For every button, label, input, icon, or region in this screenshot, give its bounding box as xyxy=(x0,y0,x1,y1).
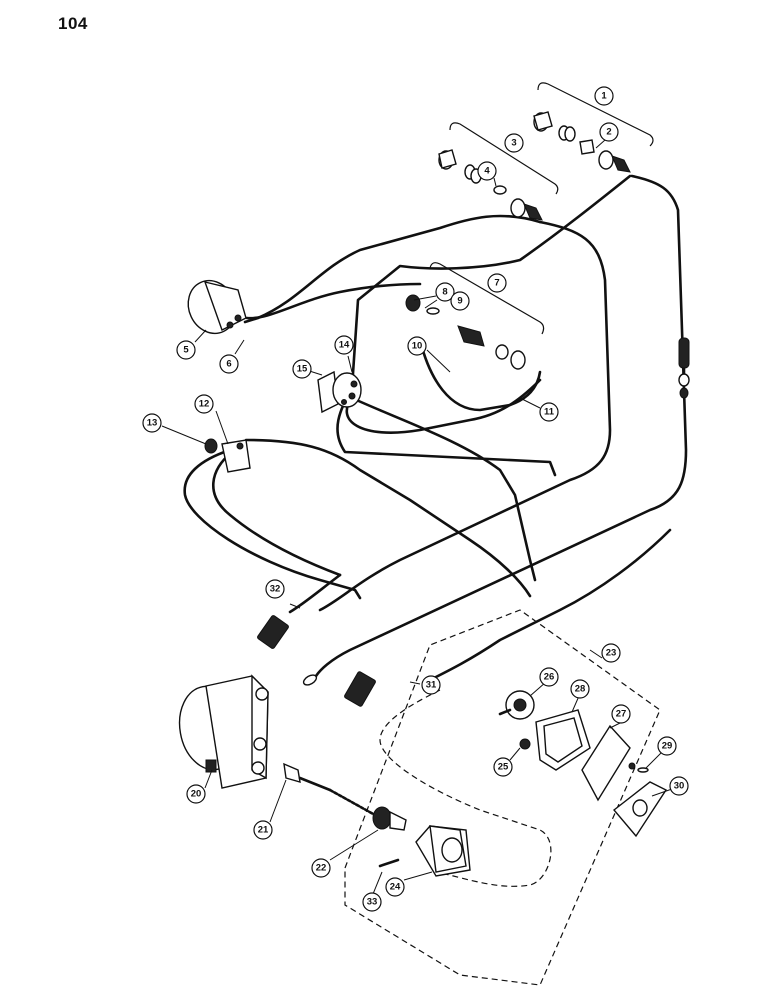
callout-31: 31 xyxy=(421,675,441,695)
callout-10: 10 xyxy=(407,336,427,356)
switch-14 xyxy=(317,370,362,414)
svg-text:20: 20 xyxy=(191,789,202,800)
callout-9: 9 xyxy=(450,291,470,311)
callout-33: 33 xyxy=(362,892,382,912)
svg-text:24: 24 xyxy=(390,882,401,893)
callout-24: 24 xyxy=(385,877,405,897)
page-number: 104 xyxy=(58,14,88,33)
switch-assembly-7 xyxy=(405,294,526,370)
callout-22: 22 xyxy=(311,858,331,878)
svg-text:25: 25 xyxy=(498,762,509,773)
switch-12 xyxy=(204,438,251,473)
svg-text:30: 30 xyxy=(674,781,685,792)
svg-text:31: 31 xyxy=(426,680,437,691)
callout-6: 6 xyxy=(219,354,239,374)
callout-1: 1 xyxy=(594,86,614,106)
callout-7: 7 xyxy=(487,273,507,293)
drive-assembly-23 xyxy=(344,609,668,986)
bracket-group-1 xyxy=(537,82,654,147)
wiring-harness xyxy=(183,174,688,682)
svg-text:28: 28 xyxy=(575,684,586,695)
callout-3: 3 xyxy=(504,133,524,153)
callout-8: 8 xyxy=(435,282,455,302)
svg-text:5: 5 xyxy=(183,345,189,356)
svg-text:13: 13 xyxy=(147,418,158,429)
inline-connector xyxy=(678,337,690,399)
bullet-terminal xyxy=(302,674,318,686)
tachometer-20 xyxy=(178,674,269,789)
callout-15: 15 xyxy=(292,359,312,379)
callout-23: 23 xyxy=(601,643,621,663)
svg-text:4: 4 xyxy=(484,166,490,177)
callout-12: 12 xyxy=(194,394,214,414)
callout-25: 25 xyxy=(493,757,513,777)
connector-32 xyxy=(257,615,289,649)
callout-21: 21 xyxy=(253,820,273,840)
callout-29: 29 xyxy=(657,736,677,756)
svg-text:8: 8 xyxy=(442,287,447,298)
svg-text:6: 6 xyxy=(226,359,231,370)
svg-text:23: 23 xyxy=(606,648,617,659)
callout-26: 26 xyxy=(539,667,559,687)
gauge-5 xyxy=(187,279,247,335)
svg-text:7: 7 xyxy=(494,278,499,289)
connector-31 xyxy=(344,671,376,707)
svg-text:29: 29 xyxy=(662,741,673,752)
svg-text:1: 1 xyxy=(601,91,607,102)
svg-text:12: 12 xyxy=(199,399,210,410)
callout-13: 13 xyxy=(142,413,162,433)
bracket-group-7 xyxy=(429,262,545,335)
svg-text:22: 22 xyxy=(316,863,327,874)
callout-28: 28 xyxy=(570,679,590,699)
svg-text:3: 3 xyxy=(511,138,516,149)
svg-text:11: 11 xyxy=(544,407,555,418)
callout-2: 2 xyxy=(599,122,619,142)
callout-14: 14 xyxy=(334,335,354,355)
svg-text:32: 32 xyxy=(270,584,281,595)
callout-20: 20 xyxy=(186,784,206,804)
svg-text:15: 15 xyxy=(297,364,308,375)
svg-text:14: 14 xyxy=(339,340,350,351)
svg-text:26: 26 xyxy=(544,672,555,683)
svg-text:10: 10 xyxy=(412,341,423,352)
svg-text:2: 2 xyxy=(606,127,611,138)
callout-4: 4 xyxy=(477,161,497,181)
svg-text:21: 21 xyxy=(258,825,269,836)
tach-cable xyxy=(283,762,407,831)
lamp-assembly-lower xyxy=(438,149,543,221)
lamp-assembly-upper xyxy=(533,111,631,173)
callout-5: 5 xyxy=(176,340,196,360)
svg-text:33: 33 xyxy=(367,897,378,908)
callout-30: 30 xyxy=(669,776,689,796)
svg-text:27: 27 xyxy=(616,709,627,720)
svg-text:9: 9 xyxy=(457,296,462,307)
callout-11: 11 xyxy=(539,402,559,422)
callout-32: 32 xyxy=(265,579,285,599)
callout-27: 27 xyxy=(611,704,631,724)
bracket-group-3 xyxy=(449,122,559,195)
